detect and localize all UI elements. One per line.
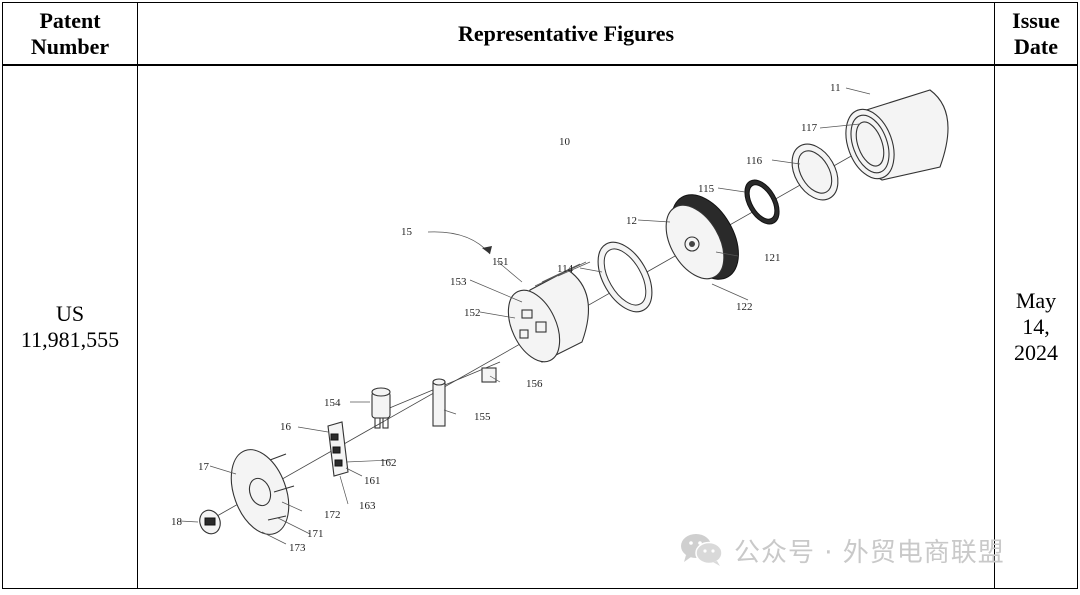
header-representative-figures-text: Representative Figures bbox=[457, 20, 675, 46]
ref-label-17: 17 bbox=[198, 461, 210, 473]
ref-label-117: 117 bbox=[801, 122, 818, 134]
ref-label-115: 115 bbox=[698, 183, 715, 195]
part-18-small-disc bbox=[199, 509, 221, 535]
ref-label-10: 10 bbox=[559, 136, 571, 148]
watermark-text: 公众号 · 外贸电商联盟 bbox=[734, 537, 1005, 568]
cell-patent-number: US 11,981,555 bbox=[3, 66, 137, 588]
wechat-watermark: 公众号 · 外贸电商联盟 bbox=[680, 528, 1005, 572]
ref-label-171: 171 bbox=[307, 528, 324, 540]
table-border-right bbox=[1077, 2, 1078, 589]
ref-label-155: 155 bbox=[474, 411, 491, 423]
ref-label-114: 114 bbox=[557, 263, 574, 275]
part-155-rod bbox=[432, 378, 446, 427]
ref-label-18: 18 bbox=[171, 516, 183, 528]
column-divider-2 bbox=[994, 2, 995, 589]
ref-label-154: 154 bbox=[324, 397, 341, 409]
table-border-left bbox=[2, 2, 3, 589]
cell-issue-date: May 14, 2024 bbox=[995, 66, 1077, 588]
ref-label-163: 163 bbox=[359, 500, 376, 512]
ref-label-156: 156 bbox=[526, 378, 543, 390]
ref-label-121: 121 bbox=[764, 252, 781, 264]
part-11-cap bbox=[845, 89, 949, 181]
part-156-block bbox=[481, 367, 497, 383]
ref-label-153: 153 bbox=[450, 276, 467, 288]
header-issue-date: Issue Date bbox=[995, 3, 1077, 64]
header-patent-number: Patent Number bbox=[3, 3, 137, 64]
ref-label-16: 16 bbox=[280, 421, 292, 433]
ref-label-151: 151 bbox=[492, 256, 509, 268]
patent-exploded-view-figure: 10 11 117 116 115 12 121 122 114 15 151 … bbox=[171, 82, 949, 554]
table-border-top bbox=[2, 2, 1078, 3]
table-border-bottom bbox=[2, 588, 1078, 589]
issue-date-value: May 14, 2024 bbox=[1014, 288, 1058, 365]
part-154-motor bbox=[371, 387, 391, 429]
part-116-ring bbox=[791, 143, 839, 201]
ref-label-15: 15 bbox=[401, 226, 413, 238]
callout-arrow-15 bbox=[427, 231, 491, 255]
ref-label-11: 11 bbox=[830, 82, 841, 94]
wechat-icon bbox=[681, 534, 723, 566]
part-16-circuit-board bbox=[327, 421, 349, 477]
ref-label-172: 172 bbox=[324, 509, 341, 521]
ref-label-152: 152 bbox=[464, 307, 481, 319]
part-12-knurled-ring bbox=[665, 194, 739, 280]
ref-label-12: 12 bbox=[626, 215, 637, 227]
ref-label-173: 173 bbox=[289, 542, 306, 554]
ref-label-122: 122 bbox=[736, 301, 753, 313]
ref-label-116: 116 bbox=[746, 155, 763, 167]
column-divider-1 bbox=[137, 2, 138, 589]
ref-label-161: 161 bbox=[364, 475, 381, 487]
ref-label-162: 162 bbox=[380, 457, 397, 469]
part-15-body bbox=[507, 261, 591, 363]
part-17-disc bbox=[230, 449, 295, 535]
patent-number-value: US 11,981,555 bbox=[20, 301, 120, 352]
header-issue-date-text: Issue Date bbox=[1012, 7, 1060, 59]
leader-lines bbox=[179, 87, 871, 545]
header-patent-number-text: Patent Number bbox=[30, 7, 110, 59]
header-representative-figures: Representative Figures bbox=[138, 3, 994, 64]
header-divider bbox=[2, 64, 1078, 66]
